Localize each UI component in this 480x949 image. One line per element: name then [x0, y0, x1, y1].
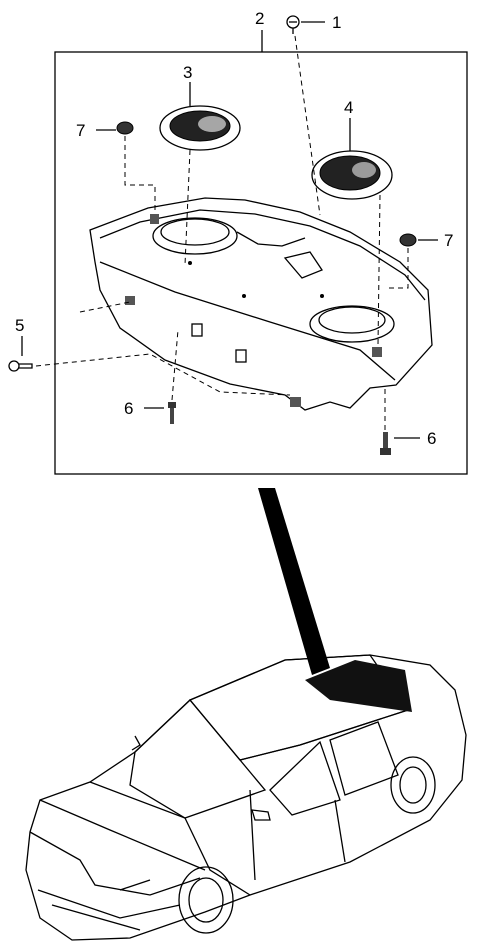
callout-7a: 7 — [76, 121, 85, 140]
callout-2: 2 — [255, 9, 264, 28]
callout-3: 3 — [183, 63, 192, 82]
dash-5b — [79, 301, 131, 313]
bolt-part-6-right — [380, 432, 391, 455]
dash-6a — [171, 329, 179, 401]
callout-7b: 7 — [444, 231, 453, 250]
speaker-grille-part-3 — [159, 105, 241, 151]
clip-part-7-left — [116, 121, 134, 135]
dash-4 — [377, 194, 381, 346]
callout-6b: 6 — [427, 429, 436, 448]
speaker-grille-part-4 — [311, 150, 393, 200]
location-pointer — [258, 488, 330, 675]
screw-part-1 — [286, 15, 300, 34]
callout-4: 4 — [344, 98, 353, 117]
bolt-part-6-left — [168, 402, 176, 424]
dash-5a — [35, 353, 291, 396]
sedan-illustration — [25, 654, 467, 941]
callout-5: 5 — [15, 316, 24, 335]
dash-1 — [294, 35, 321, 216]
clip-part-7-right — [399, 233, 417, 247]
dash-3 — [184, 149, 191, 266]
callout-1: 1 — [332, 13, 341, 32]
assembly-frame — [54, 51, 468, 475]
dash-7a — [124, 136, 156, 212]
package-tray-part-2 — [89, 197, 433, 411]
fastener-part-5 — [8, 360, 33, 372]
dash-7b — [388, 248, 409, 289]
callout-6a: 6 — [124, 399, 133, 418]
